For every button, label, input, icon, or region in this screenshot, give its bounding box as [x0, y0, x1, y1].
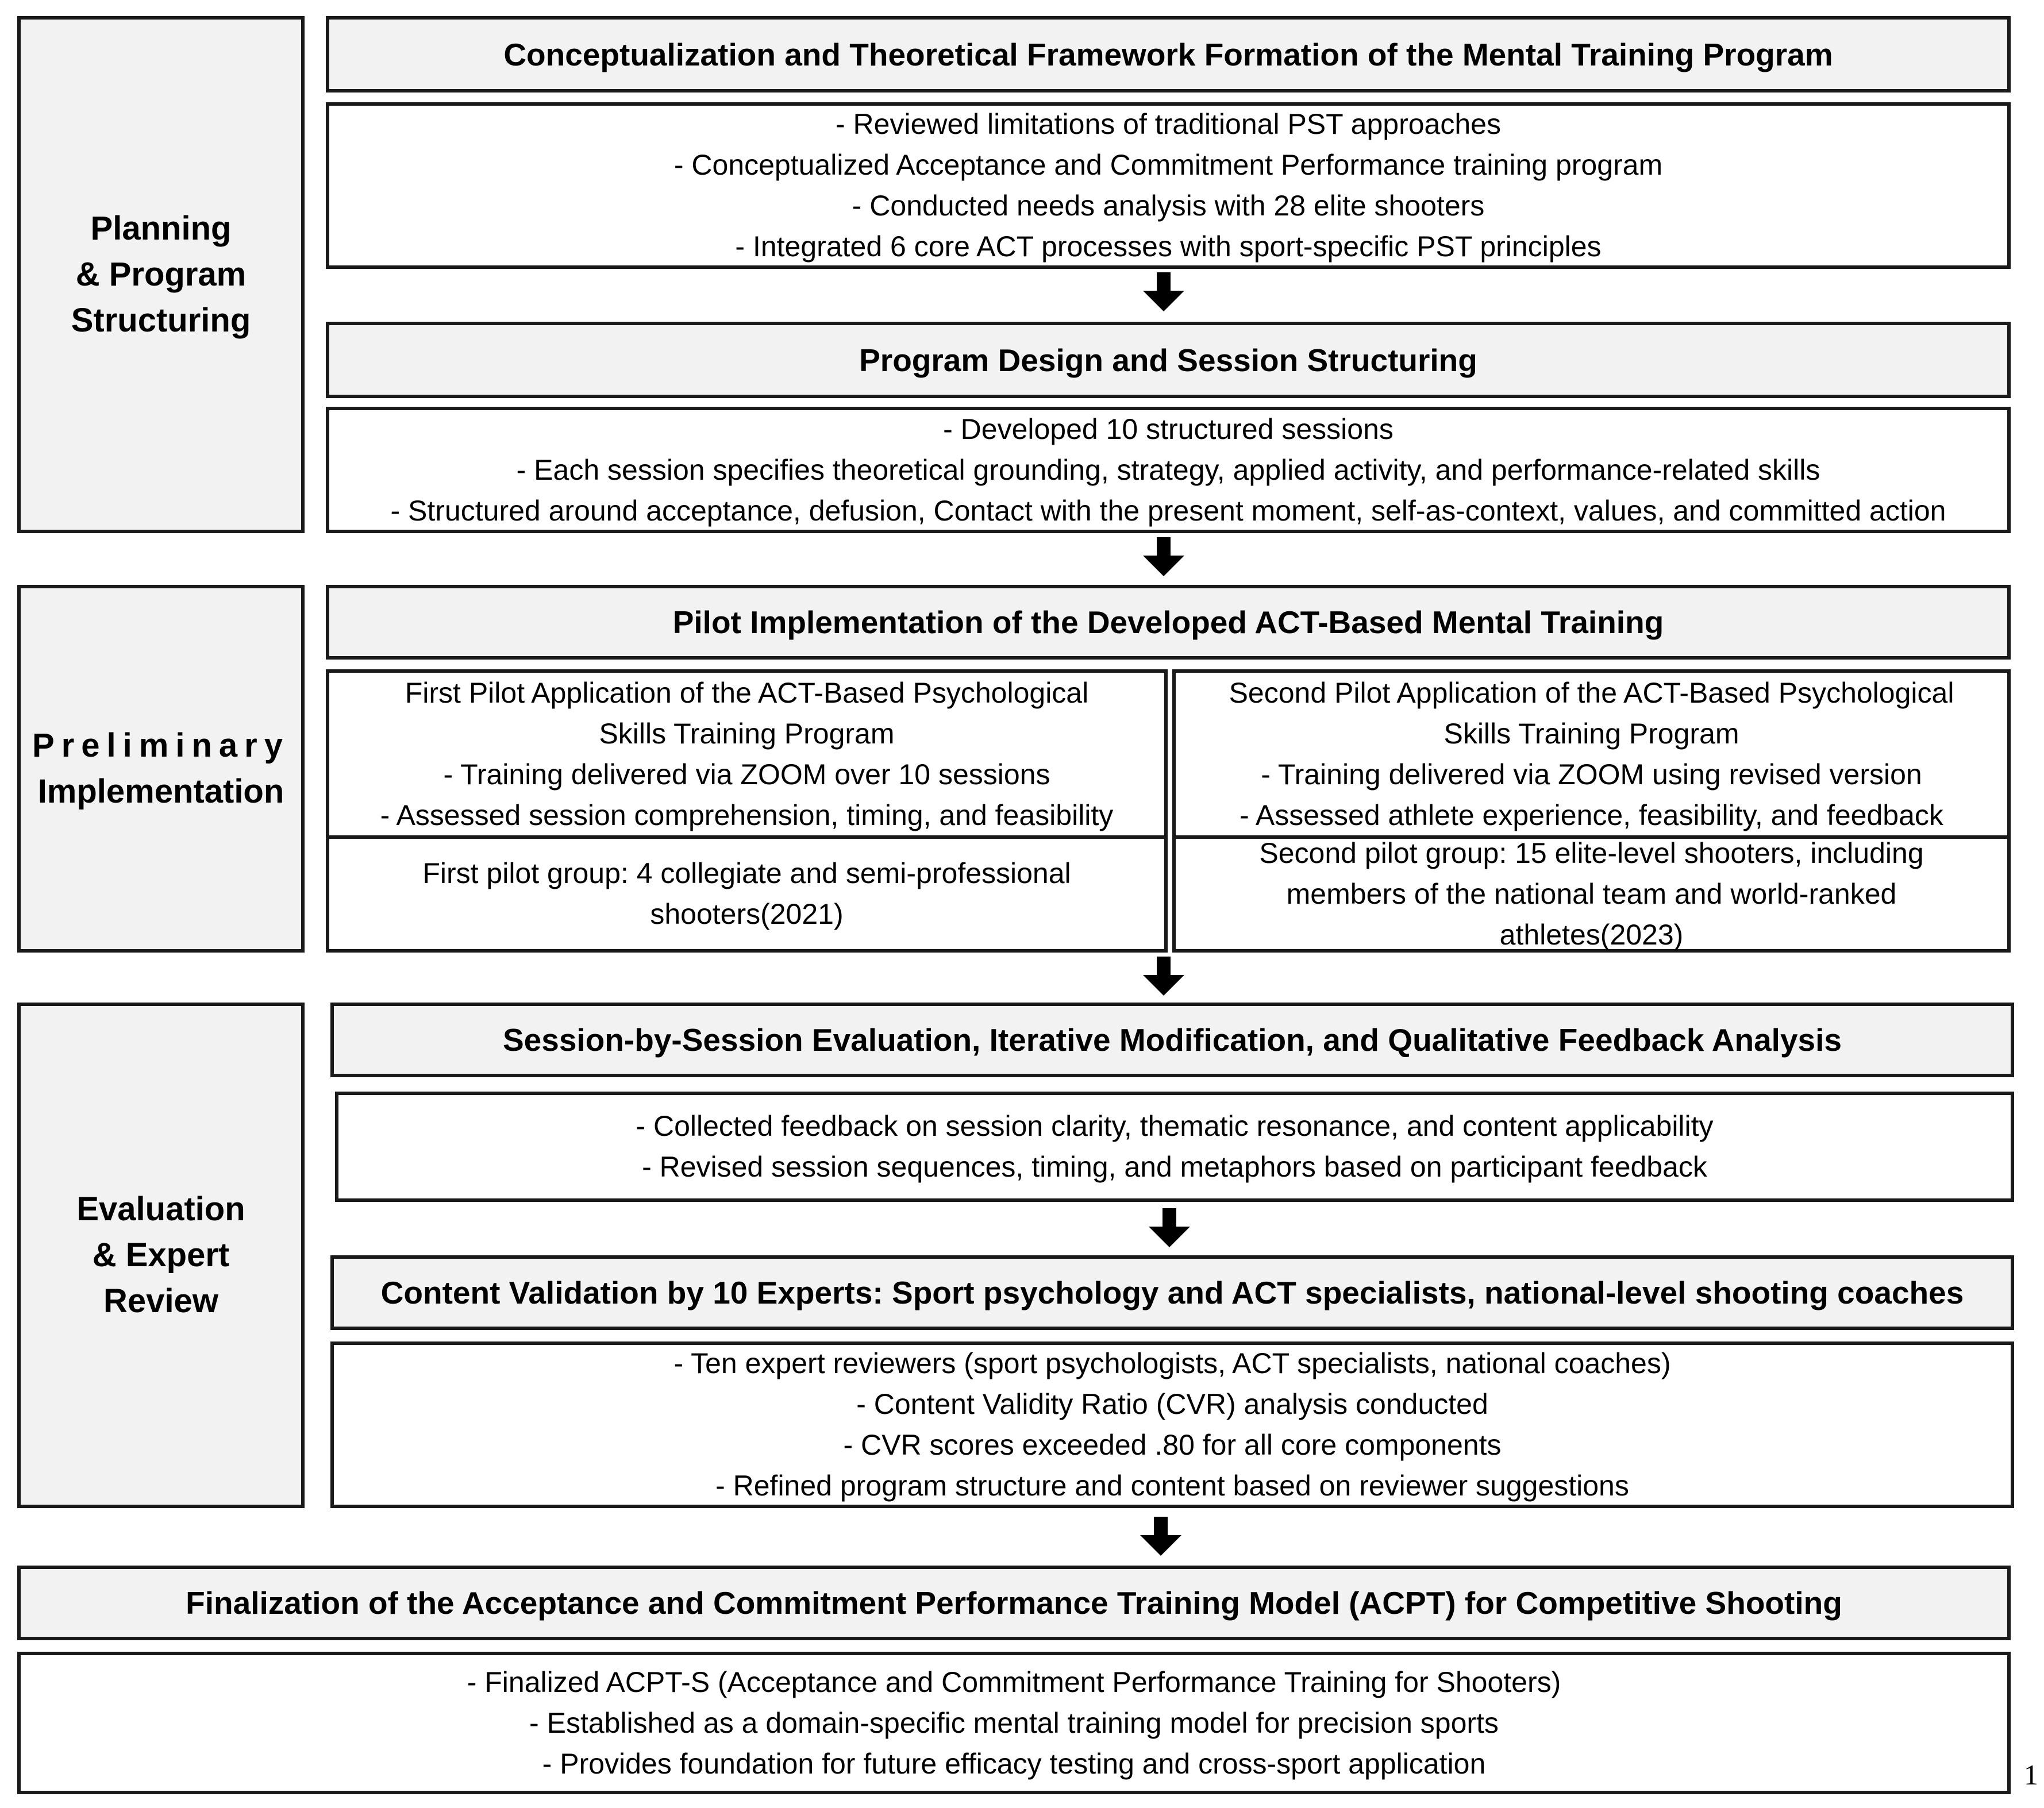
- arrow-down-icon: [1143, 272, 1184, 311]
- arrow-down-icon: [1140, 1517, 1181, 1556]
- phase-planning-box: Planning & Program Structuring: [17, 16, 305, 533]
- phase-planning-label: Planning & Program Structuring: [71, 210, 251, 339]
- step5-details: - Ten expert reviewers (sport psychologi…: [673, 1347, 1671, 1502]
- step2-details: - Developed 10 structured sessions - Eac…: [390, 413, 1946, 527]
- arrow-down-icon: [1143, 957, 1184, 996]
- step4-title: Session-by-Session Evaluation, Iterative…: [502, 1022, 1842, 1058]
- step6-title: Finalization of the Acceptance and Commi…: [186, 1585, 1842, 1621]
- step6-details-box: - Finalized ACPT-S (Acceptance and Commi…: [17, 1652, 2011, 1794]
- step6-details: - Finalized ACPT-S (Acceptance and Commi…: [467, 1666, 1561, 1780]
- arrow-down-icon: [1143, 537, 1184, 576]
- step2-title: Program Design and Session Structuring: [859, 342, 1477, 378]
- page-number: 1: [2024, 1759, 2038, 1791]
- phase-evaluation-box: Evaluation & Expert Review: [17, 1003, 305, 1508]
- step3-title: Pilot Implementation of the Developed AC…: [672, 604, 1664, 640]
- pilot2-group: Second pilot group: 15 elite-level shoot…: [1259, 836, 1924, 951]
- phase-preliminary-box: Preliminary Implementation: [17, 585, 305, 953]
- step6-title-box: Finalization of the Acceptance and Commi…: [17, 1566, 2011, 1640]
- phase-preliminary-label: Preliminary Implementation: [32, 727, 290, 810]
- pilot1-details: First Pilot Application of the ACT-Based…: [380, 676, 1114, 831]
- step1-title-box: Conceptualization and Theoretical Framew…: [326, 16, 2011, 92]
- pilot1-details-box: First Pilot Application of the ACT-Based…: [326, 669, 1168, 839]
- arrow-down-icon: [1149, 1208, 1190, 1247]
- step5-title-box: Content Validation by 10 Experts: Sport …: [330, 1255, 2014, 1330]
- step1-title: Conceptualization and Theoretical Framew…: [503, 36, 1833, 72]
- step1-details-box: - Reviewed limitations of traditional PS…: [326, 102, 2011, 269]
- step1-details: - Reviewed limitations of traditional PS…: [673, 108, 1663, 263]
- pilot1-group-box: First pilot group: 4 collegiate and semi…: [326, 835, 1168, 953]
- pilot2-group-box: Second pilot group: 15 elite-level shoot…: [1172, 835, 2011, 953]
- pilot2-details-box: Second Pilot Application of the ACT-Base…: [1172, 669, 2011, 839]
- step2-details-box: - Developed 10 structured sessions - Eac…: [326, 407, 2011, 533]
- step3-title-box: Pilot Implementation of the Developed AC…: [326, 585, 2011, 660]
- step5-title: Content Validation by 10 Experts: Sport …: [380, 1275, 1964, 1310]
- step4-details-box: - Collected feedback on session clarity,…: [335, 1092, 2014, 1202]
- step4-details: - Collected feedback on session clarity,…: [636, 1110, 1714, 1183]
- pilot2-details: Second Pilot Application of the ACT-Base…: [1229, 676, 1954, 831]
- phase-evaluation-label: Evaluation & Expert Review: [76, 1190, 245, 1320]
- pilot1-group: First pilot group: 4 collegiate and semi…: [422, 857, 1071, 930]
- step5-details-box: - Ten expert reviewers (sport psychologi…: [330, 1341, 2014, 1508]
- step4-title-box: Session-by-Session Evaluation, Iterative…: [330, 1003, 2014, 1077]
- step2-title-box: Program Design and Session Structuring: [326, 322, 2011, 398]
